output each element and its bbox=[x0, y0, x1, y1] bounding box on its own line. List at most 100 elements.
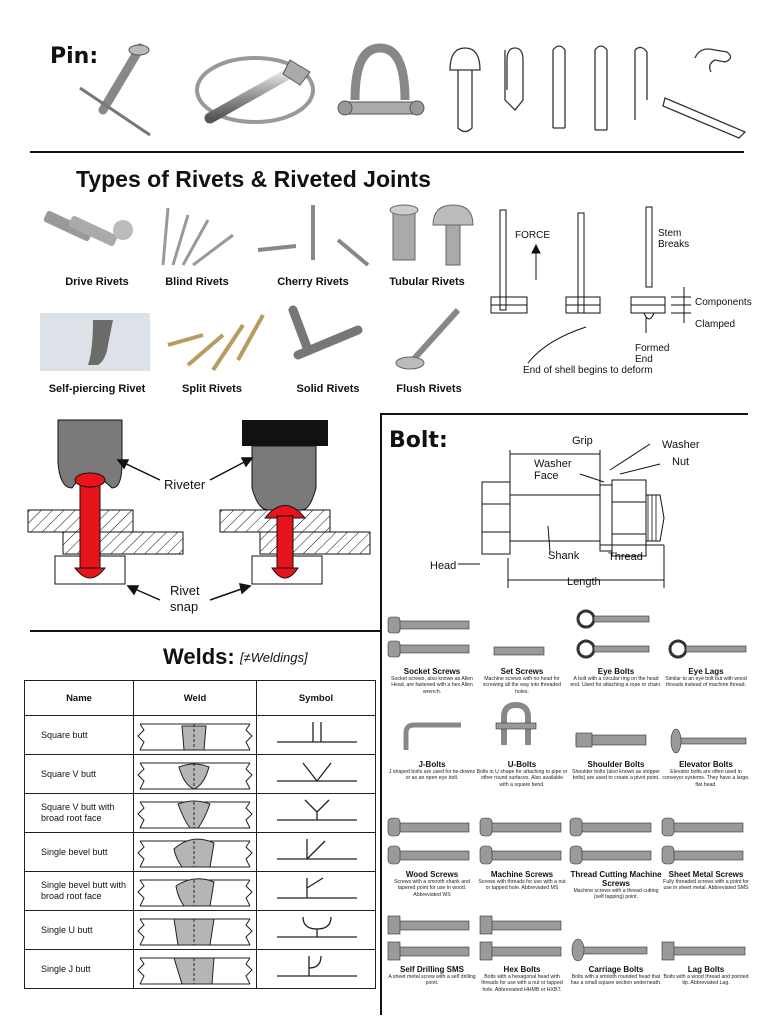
weld-cross-section bbox=[137, 762, 253, 790]
weld-cross-section bbox=[137, 918, 253, 946]
weld-symbol-glyph bbox=[277, 916, 357, 938]
nut-label: Nut bbox=[672, 456, 690, 468]
flush-rivet-image bbox=[395, 307, 461, 370]
weld-symbol-glyph bbox=[277, 722, 357, 743]
tubular-rivet-image bbox=[389, 204, 474, 266]
weld-row-name: Square butt bbox=[24, 715, 134, 755]
washer-face-label: Washer Face bbox=[534, 458, 572, 482]
weld-row-name: Single U butt bbox=[24, 910, 134, 950]
weld-cross-section bbox=[137, 957, 253, 985]
pin-title: Pin: bbox=[50, 44, 99, 69]
weld-symbol bbox=[256, 754, 376, 794]
bolt-anatomy-diagram bbox=[458, 443, 665, 588]
solid-rivet-image bbox=[288, 305, 363, 360]
welds-title: Welds: bbox=[163, 644, 235, 669]
weld-symbol-glyph bbox=[277, 955, 357, 977]
weld-symbol bbox=[256, 793, 376, 833]
head-label: Head bbox=[430, 560, 457, 572]
weld-row-name: Single bevel butt with broad root face bbox=[24, 871, 134, 911]
weld-drawing bbox=[133, 910, 257, 950]
weld-cross-section bbox=[137, 878, 253, 907]
weld-symbol bbox=[256, 949, 376, 989]
riveting-diagram bbox=[27, 419, 371, 601]
components-label: Components bbox=[695, 297, 752, 308]
bolt-top-divider bbox=[380, 413, 748, 415]
rivet-label-solid: Solid Rivets bbox=[296, 383, 360, 395]
rivet-label-flush: Flush Rivets bbox=[396, 383, 462, 395]
blind-rivet-diagram bbox=[490, 206, 691, 364]
cherry-rivet-image bbox=[257, 205, 370, 267]
weld-row: Square V butt bbox=[24, 754, 376, 794]
rivet-snap-label: Rivet snap bbox=[170, 583, 200, 614]
weld-symbol-glyph bbox=[277, 877, 357, 899]
weld-cross-section bbox=[137, 838, 253, 868]
fastener-images bbox=[387, 609, 747, 962]
rivet-label-drive: Drive Rivets bbox=[65, 276, 129, 288]
rivet-images-row-1 bbox=[43, 204, 474, 267]
length-label: Length bbox=[567, 576, 601, 588]
section-divider bbox=[30, 151, 744, 153]
drive-rivet-image bbox=[43, 210, 133, 247]
rivets-title: Types of Rivets & Riveted Joints bbox=[76, 166, 431, 192]
weld-row-name: Single bevel butt bbox=[24, 832, 134, 872]
weld-row: Square butt bbox=[24, 715, 376, 755]
weld-row: Single U butt bbox=[24, 910, 376, 950]
weld-drawing bbox=[133, 793, 257, 833]
rivet-label-blind: Blind Rivets bbox=[165, 276, 229, 288]
thread-label: Thread bbox=[608, 551, 643, 563]
self-piercing-rivet-image bbox=[40, 313, 150, 371]
weld-drawing bbox=[133, 871, 257, 911]
weld-symbol-glyph bbox=[277, 799, 357, 821]
col-symbol-header: Symbol bbox=[256, 680, 376, 716]
weld-drawing bbox=[133, 949, 257, 989]
weld-drawing bbox=[133, 832, 257, 872]
stem-breaks-label: Stem Breaks bbox=[658, 228, 690, 250]
force-label: FORCE bbox=[515, 230, 550, 241]
weld-symbol bbox=[256, 871, 376, 911]
weld-cross-section bbox=[137, 800, 253, 829]
weld-symbol bbox=[256, 832, 376, 872]
col-weld-header: Weld bbox=[133, 680, 257, 716]
rivet-images-row-2 bbox=[40, 305, 461, 372]
pin-images bbox=[79, 43, 747, 139]
weld-symbol-glyph bbox=[277, 839, 357, 860]
weld-drawing bbox=[133, 715, 257, 755]
washer-label: Washer bbox=[662, 439, 700, 451]
weld-row: Single bevel butt bbox=[24, 832, 376, 872]
split-rivet-image bbox=[167, 314, 265, 372]
formed-end-label: Formed End bbox=[635, 343, 670, 365]
weld-drawing bbox=[133, 754, 257, 794]
end-of-shell-label: End of shell begins to deform bbox=[523, 365, 653, 376]
clamped-label: Clamped bbox=[695, 319, 736, 330]
rivet-label-tubular: Tubular Rivets bbox=[389, 276, 465, 288]
weld-symbol-glyph bbox=[277, 762, 357, 782]
vertical-divider bbox=[380, 415, 382, 1015]
clevis-pin-image bbox=[79, 43, 151, 137]
weld-row: Single bevel butt with broad root face bbox=[24, 871, 376, 911]
weld-row-name: Square V butt bbox=[24, 754, 134, 794]
bolt-title: Bolt: bbox=[389, 428, 448, 453]
pin-line-drawings bbox=[449, 45, 747, 139]
weld-symbol bbox=[256, 715, 376, 755]
welds-subtitle: [≠Weldings] bbox=[240, 650, 308, 665]
weld-row-name: Square V butt with broad root face bbox=[24, 793, 134, 833]
weld-row-name: Single J butt bbox=[24, 949, 134, 989]
weld-symbol bbox=[256, 910, 376, 950]
grip-label: Grip bbox=[572, 435, 593, 447]
shackle-image bbox=[337, 43, 425, 116]
rivet-label-split: Split Rivets bbox=[182, 383, 242, 395]
